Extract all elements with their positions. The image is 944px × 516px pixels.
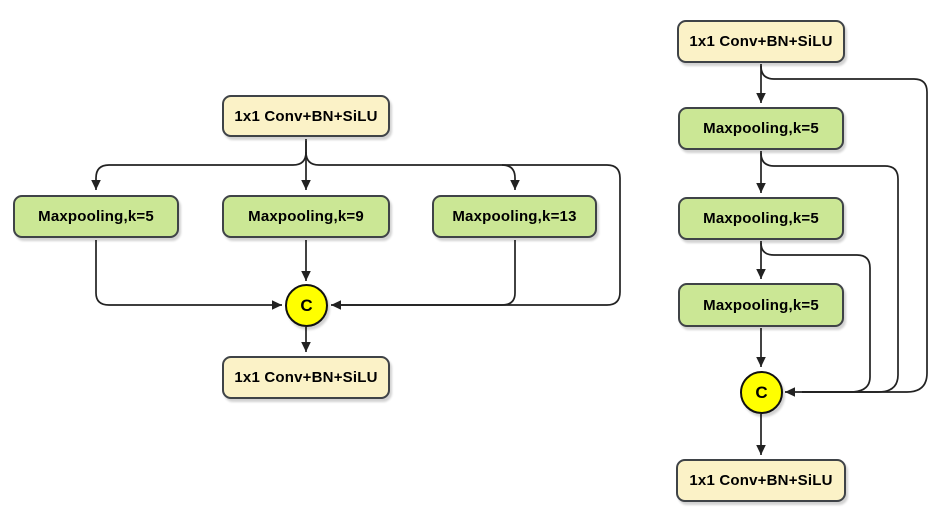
spp-conv-bottom-node: 1x1 Conv+BN+SiLU <box>222 356 390 399</box>
sppf-skip2-wire <box>760 152 899 393</box>
spp-split-right-skip-wire <box>305 151 621 310</box>
sppf-conv-bottom-node: 1x1 Conv+BN+SiLU <box>676 459 846 502</box>
sppf-maxpool-2-node: Maxpooling,k=5 <box>678 197 844 240</box>
spp-branch-to-pool13-wire <box>501 164 520 190</box>
sppf-skip1-wire <box>760 65 928 397</box>
sppf-skip3-wire <box>760 242 871 393</box>
spp-conv-top-node: 1x1 Conv+BN+SiLU <box>222 95 390 137</box>
spp-concat-node: C <box>285 284 328 327</box>
spp-pool13-to-concat-wire <box>340 240 516 306</box>
sppf-maxpool-1-node: Maxpooling,k=5 <box>678 107 844 150</box>
sppf-concat-node: C <box>740 371 783 414</box>
spp-maxpool-k13-node: Maxpooling,k=13 <box>432 195 597 238</box>
spp-pool5-to-concat-wire <box>95 240 282 310</box>
sppf-conv-top-node: 1x1 Conv+BN+SiLU <box>677 20 845 63</box>
spp-maxpool-k9-node: Maxpooling,k=9 <box>222 195 390 238</box>
sppf-maxpool-3-node: Maxpooling,k=5 <box>678 283 844 327</box>
spp-split-left-wire <box>91 141 307 190</box>
spp-maxpool-k5-node: Maxpooling,k=5 <box>13 195 179 238</box>
